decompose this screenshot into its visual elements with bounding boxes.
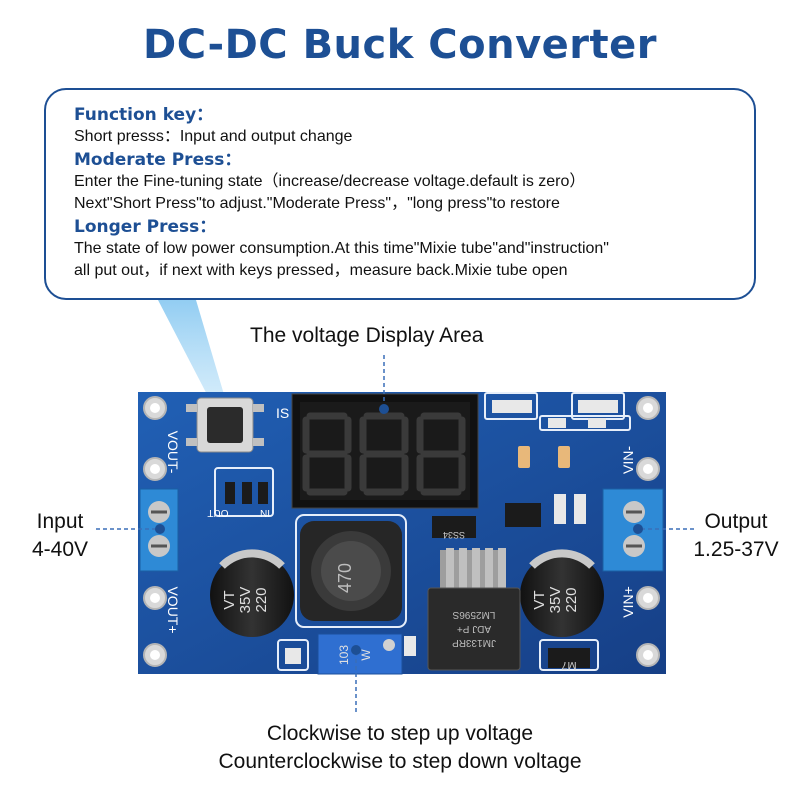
page-title: DC-DC Buck Converter — [143, 22, 657, 68]
silk-out: OUT — [207, 507, 228, 518]
potentiometer-label: Clockwise to step up voltage Countercloc… — [0, 720, 800, 776]
moderate-press-text-1: Enter the Fine-tuning state（increase/dec… — [74, 172, 586, 190]
cap-left-voltage: 35V — [237, 587, 254, 614]
display-area-label: The voltage Display Area — [250, 324, 484, 347]
chip-line-1: LM2596S — [452, 609, 495, 620]
pot-marking: 103 — [337, 645, 351, 665]
longer-press-text-2: all put out，if next with keys pressed，me… — [74, 262, 568, 279]
silk-in: IN — [260, 507, 270, 518]
longer-press-heading: Longer Press： — [74, 216, 217, 237]
pot-letter: W — [359, 649, 373, 661]
cap-left-series: VT — [221, 590, 238, 609]
longer-press-text-1: The state of low power consumption.At th… — [74, 239, 609, 257]
silk-vin-minus: VIN- — [620, 446, 636, 474]
moderate-press-heading: Moderate Press： — [74, 149, 242, 170]
silk-is: IS — [276, 405, 289, 421]
regulator-marking: M7 — [561, 659, 576, 671]
diode-marking: SS34 — [443, 530, 465, 540]
push-button — [186, 397, 264, 453]
counterclockwise-label: Counterclockwise to step down voltage — [218, 750, 582, 773]
silk-vin-plus: VIN+ — [620, 586, 636, 618]
seven-segment-display — [291, 393, 479, 509]
output-label-title: Output — [704, 510, 768, 533]
silk-vout-minus: VOUT- — [165, 431, 181, 474]
pcb-board — [138, 392, 666, 675]
cap-right-series: VT — [531, 590, 548, 609]
function-key-callout: Function key： Short presss：Input and out… — [44, 88, 756, 300]
cap-left-value: 220 — [253, 587, 270, 612]
leader-lines — [96, 355, 697, 714]
function-key-heading: Function key： — [74, 105, 214, 125]
moderate-press-text-2: Next"Short Press"to adjust."Moderate Pre… — [74, 195, 560, 212]
callout-pointer — [158, 300, 228, 408]
silk-vout-plus: VOUT+ — [165, 586, 181, 633]
smd-components — [225, 400, 618, 668]
chip-line-2: ADJ P+ — [457, 623, 491, 634]
leader-dots — [155, 404, 643, 655]
function-key-text: Short presss：Input and output change — [74, 128, 353, 145]
chip-line-3: JM133RP — [452, 637, 496, 648]
input-label-title: Input — [36, 510, 84, 533]
leds — [518, 446, 570, 468]
capacitor-right — [520, 549, 604, 637]
clockwise-label: Clockwise to step up voltage — [266, 722, 534, 745]
cap-right-value: 220 — [563, 587, 580, 612]
regulator-chip — [427, 548, 521, 671]
cap-right-voltage: 35V — [547, 587, 564, 614]
potentiometer — [317, 633, 403, 675]
output-label-range: 1.25-37V — [693, 538, 779, 561]
terminal-block-left — [139, 488, 179, 572]
inductor — [300, 521, 402, 621]
terminal-block-right — [602, 488, 664, 572]
capacitor-left — [210, 549, 294, 637]
inductor-marking: 470 — [335, 563, 355, 593]
output-label: Output 1.25-37V — [680, 508, 792, 564]
input-label-range: 4-40V — [31, 538, 89, 561]
input-label: Input 4-40V — [22, 508, 98, 564]
board-text: VOUT- VOUT+ VIN- VIN+ IS OUT IN 470 220 … — [165, 405, 636, 671]
